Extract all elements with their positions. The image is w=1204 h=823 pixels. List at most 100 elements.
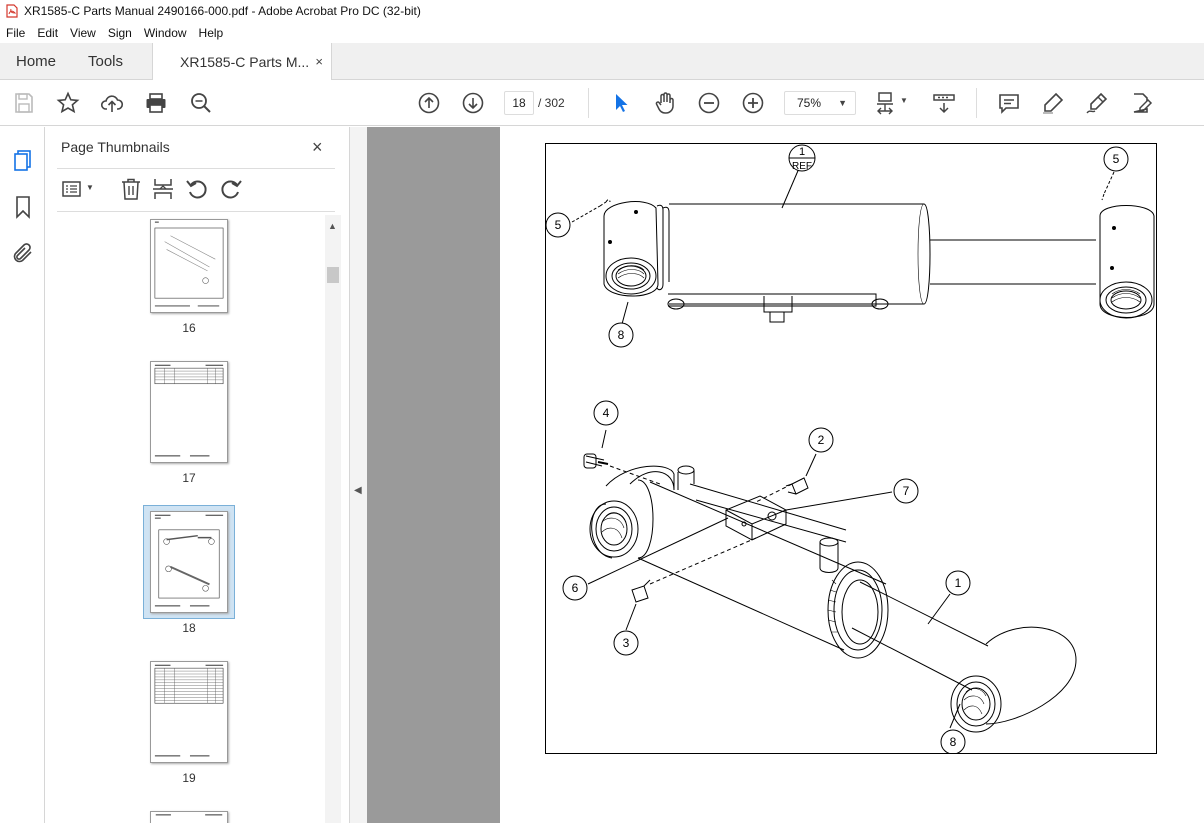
main-toolbar: ▼ [0,80,1204,126]
callout-1-bottom: 1 [945,570,971,596]
svg-text:1: 1 [799,146,805,158]
tab-tools[interactable]: Tools [88,53,124,70]
next-page-icon[interactable] [461,91,485,115]
thumbnail-page[interactable] [150,661,228,763]
menu-help[interactable]: Help [198,25,224,40]
highlight-pen-icon[interactable] [1041,91,1065,115]
thumbnail-page[interactable] [150,219,228,313]
callout-7: 7 [893,478,919,504]
scrollbar-thumb[interactable] [327,267,339,283]
pdf-page: 1 REF 5 5 8 [500,127,1204,823]
pdf-app-icon [6,4,18,18]
cylinder-exploded-view: 1 REF 5 5 8 [545,144,1155,755]
hand-tool-icon[interactable] [653,91,677,115]
chevron-down-icon: ▼ [838,98,847,108]
scroll-mode-icon[interactable] [932,91,956,115]
toolbar-divider [976,88,977,118]
toolbar-divider [588,88,589,118]
svg-text:4: 4 [603,406,610,420]
svg-text:8: 8 [618,328,625,342]
thumbnail-label: 19 [182,771,196,785]
bookmark-icon[interactable] [11,195,35,219]
svg-text:5: 5 [1113,152,1120,166]
menu-file[interactable]: File [6,25,26,40]
print-icon[interactable] [144,91,168,115]
panel-divider [57,168,335,169]
document-area: 1 REF 5 5 8 [367,127,1204,823]
menu-edit[interactable]: Edit [37,25,59,40]
tab-home[interactable]: Home [16,53,57,70]
thumbnail-page-selected[interactable] [150,511,228,613]
callout-5-left: 5 [545,212,571,238]
thumbnail-options-icon[interactable] [61,177,85,201]
zoom-select[interactable]: 75% ▼ [784,91,856,115]
zoom-in-icon[interactable] [741,91,765,115]
save-icon[interactable] [12,91,36,115]
thumbnail-list: 16 17 18 [57,215,325,823]
star-icon[interactable] [56,91,80,115]
cloud-upload-icon[interactable] [100,91,124,115]
rotate-left-icon[interactable] [185,177,209,201]
svg-text:7: 7 [903,484,910,498]
page-thumbnails-panel: Page Thumbnails × ▼ 16 [45,127,349,823]
page-number-input[interactable]: 18 [504,91,534,115]
page-thumbnails-icon[interactable] [11,148,35,172]
tab-bar: Home Tools XR1585-C Parts M... × [0,43,1204,81]
menu-window[interactable]: Window [143,25,187,40]
svg-text:3: 3 [623,636,630,650]
left-rail [0,127,45,823]
fit-page-icon[interactable] [874,91,898,115]
delete-icon[interactable] [119,177,143,201]
svg-text:1: 1 [955,576,962,590]
extract-pages-icon[interactable] [151,177,175,201]
menu-sign[interactable]: Sign [107,25,132,40]
close-tab-icon[interactable]: × [315,54,323,69]
zoom-value: 75% [797,96,822,110]
close-panel-icon[interactable]: × [312,137,323,157]
svg-text:8: 8 [950,735,957,749]
draw-sign-icon[interactable] [1085,91,1109,115]
callout-3: 3 [613,630,639,656]
menu-view[interactable]: View [70,25,96,40]
page-total: / 302 [538,96,565,110]
callout-1-ref: 1 REF [788,144,816,172]
thumbnail-page[interactable] [150,811,228,823]
select-cursor-icon[interactable] [609,91,633,115]
thumbnail-scrollbar[interactable]: ▲ [325,215,341,823]
panel-divider [57,211,335,212]
comment-icon[interactable] [997,91,1021,115]
cylinder-assembly-top [603,201,1155,323]
callout-8-top: 8 [608,322,634,348]
edit-pdf-icon[interactable] [1129,91,1153,115]
panel-collapse-strip[interactable]: ◀ [349,127,367,823]
rotate-right-icon[interactable] [219,177,243,201]
fit-page-chevron-icon[interactable]: ▼ [900,96,908,105]
thumbnail-label: 16 [182,321,196,335]
window-title: XR1585-C Parts Manual 2490166-000.pdf - … [24,4,421,18]
callout-8-bottom: 8 [940,729,966,755]
previous-page-icon[interactable] [417,91,441,115]
attachment-icon[interactable] [11,241,35,265]
svg-text:6: 6 [572,581,579,595]
cylinder-assembly-bottom [583,453,1077,733]
callout-6: 6 [562,575,588,601]
zoom-search-icon[interactable] [189,91,213,115]
tab-document-label: XR1585-C Parts M... [180,54,310,70]
callout-2: 2 [808,427,834,453]
zoom-out-icon[interactable] [697,91,721,115]
callout-4: 4 [593,400,619,426]
svg-text:2: 2 [818,433,825,447]
tab-document[interactable]: XR1585-C Parts M... × [152,43,332,81]
thumbnail-label: 18 [182,621,196,635]
menu-bar: File Edit View Sign Window Help [0,22,1204,43]
scroll-up-icon[interactable]: ▲ [328,221,337,231]
title-bar: XR1585-C Parts Manual 2490166-000.pdf - … [0,0,1204,22]
parts-drawing: 1 REF 5 5 8 [545,143,1157,755]
svg-text:REF: REF [792,161,812,172]
callout-5-right: 5 [1103,146,1129,172]
svg-text:5: 5 [555,218,562,232]
chevron-down-icon[interactable]: ▼ [86,183,94,192]
thumbnail-page[interactable] [150,361,228,463]
collapse-panel-icon[interactable]: ◀ [354,485,362,496]
thumbnail-label: 17 [182,471,196,485]
